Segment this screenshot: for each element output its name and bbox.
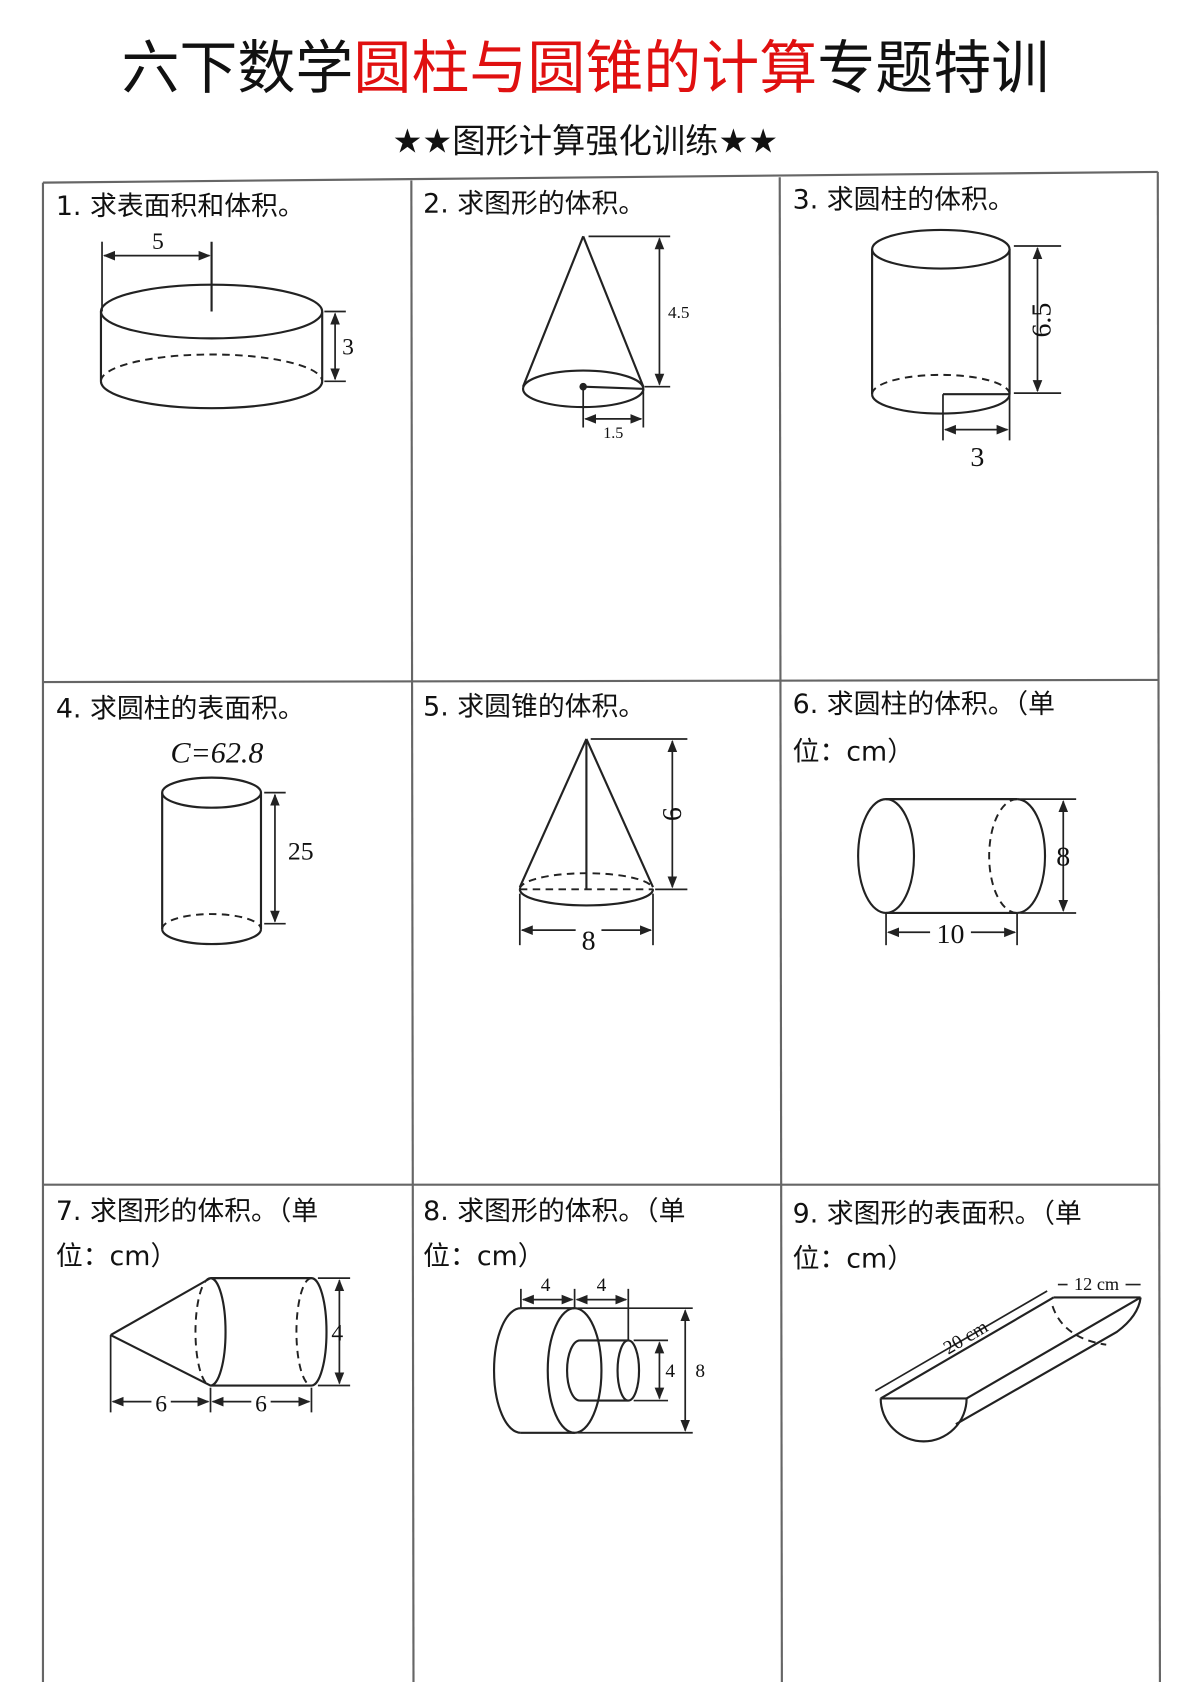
figure-3-cylinder: 6.5 3	[871, 228, 1062, 473]
problem-9-unit: 位：cm）	[793, 1243, 914, 1274]
problem-6-question: 6. 求圆柱的体积。（单	[793, 689, 1055, 720]
problem-2-question: 2. 求图形的体积。	[423, 189, 645, 220]
title-highlight: 圆柱与圆锥的计算	[353, 34, 817, 102]
figure-7-diameter-label: 4	[331, 1320, 343, 1346]
problem-5-question: 5. 求圆锥的体积。	[423, 691, 645, 722]
figure-7-cone-length-label: 6	[155, 1391, 167, 1417]
figure-8-small-length-label: 4	[597, 1275, 607, 1296]
problem-1-question: 1. 求表面积和体积。	[56, 191, 305, 222]
figure-5-cone: 6 8	[518, 738, 688, 956]
problem-4-question: 4. 求圆柱的表面积。	[56, 693, 305, 724]
figure-9-width-label: 12 cm	[1074, 1274, 1119, 1294]
figure-2-height-label: 4.5	[668, 303, 689, 322]
figure-2-cone: 4.5 1.5	[521, 235, 690, 442]
figure-1-radius-label: 5	[152, 229, 164, 255]
problem-8-question: 8. 求图形的体积。（单	[423, 1196, 685, 1227]
figure-1-height-label: 3	[342, 334, 354, 360]
problem-9-question: 9. 求图形的表面积。（单	[793, 1198, 1082, 1229]
figure-5-diameter-label: 8	[582, 925, 596, 956]
page-subtitle: ★★图形计算强化训练★★	[393, 122, 779, 161]
figure-4-cylinder: C=62.8 25	[161, 736, 314, 946]
figure-3-height-label: 6.5	[1026, 303, 1057, 338]
figure-6-length-label: 10	[937, 919, 965, 950]
figure-5-height-label: 6	[657, 807, 688, 821]
figure-9-half-cylinder: 20 cm 12 cm	[874, 1273, 1142, 1443]
problem-8-unit: 位：cm）	[423, 1241, 544, 1272]
problem-7-question: 7. 求图形的体积。（单	[56, 1196, 318, 1227]
problem-grid	[41, 170, 1162, 1682]
figure-8-stepped-cylinder: 4 4 4 8	[492, 1275, 705, 1434]
problem-6-unit: 位：cm）	[793, 736, 914, 767]
figure-7-cone-cylinder: 4 6 6	[109, 1277, 351, 1417]
figure-8-large-length-label: 4	[541, 1275, 551, 1296]
figure-9-length-label: 20 cm	[940, 1317, 992, 1360]
problem-3-question: 3. 求圆柱的体积。	[793, 184, 1015, 215]
figure-3-radius-label: 3	[970, 442, 984, 473]
figure-2-radius-label: 1.5	[603, 425, 623, 442]
figure-4-circumference-label: C=62.8	[170, 736, 263, 770]
figure-8-large-diameter-label: 8	[695, 1361, 705, 1382]
page-title: 六下数学圆柱与圆锥的计算专题特训	[121, 34, 1049, 102]
problem-7-unit: 位：cm）	[56, 1241, 177, 1272]
figure-4-height-label: 25	[288, 836, 314, 865]
figure-8-small-diameter-label: 4	[665, 1361, 675, 1382]
figure-6-diameter-label: 8	[1056, 842, 1070, 873]
figure-7-cylinder-length-label: 6	[255, 1391, 267, 1417]
figure-1-cylinder: 5 3	[99, 229, 354, 410]
figure-6-cylinder: 8 10	[857, 798, 1077, 950]
